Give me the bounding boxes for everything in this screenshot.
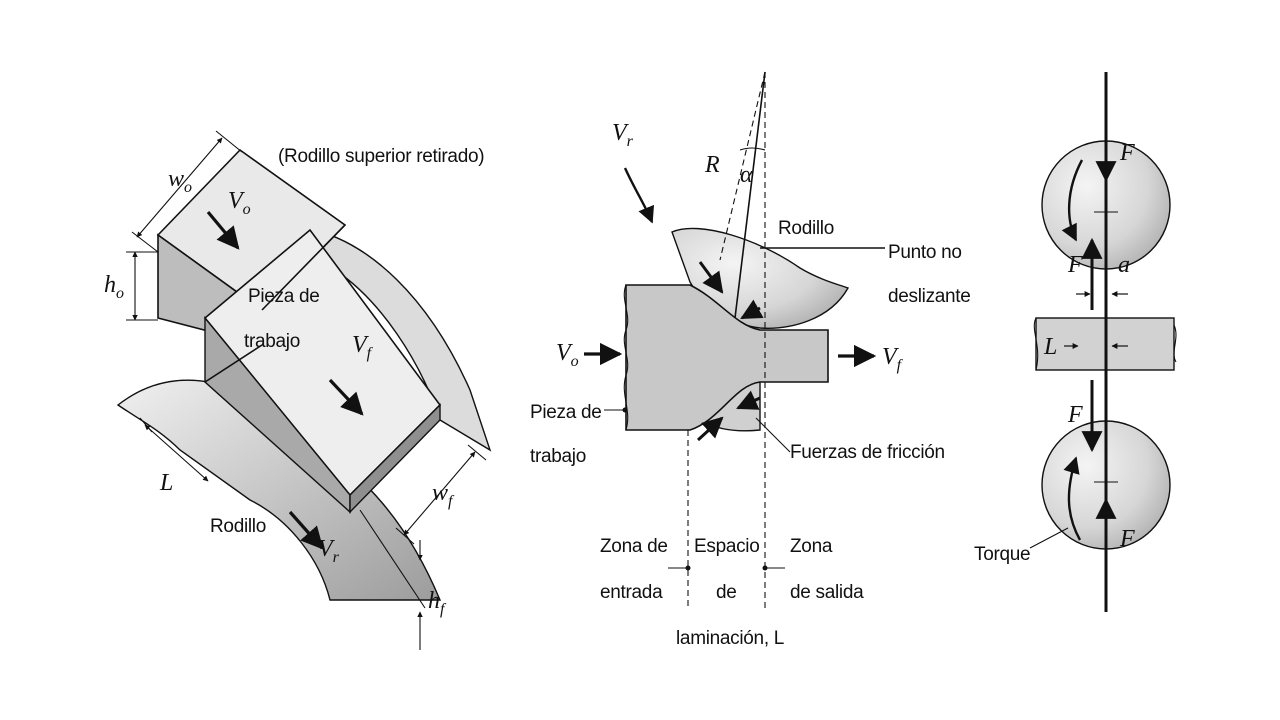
- roll-curve-back: [303, 226, 492, 452]
- a-label: a: [1118, 252, 1130, 278]
- v0-arrow: [206, 210, 240, 250]
- radius-line: [719, 71, 766, 261]
- friction-arrow-bottom-1: [696, 416, 724, 442]
- R-label: R: [704, 152, 720, 178]
- torque-arrow-upper: [1061, 159, 1084, 242]
- friction-arrow-bottom-2: [736, 390, 761, 410]
- middle-panel: R α Vr Rodillo Punto no deslizante Vo Vf…: [530, 71, 971, 649]
- gap-label-1: Espacio: [694, 536, 760, 557]
- no-slip-label-1: Punto no: [888, 242, 962, 263]
- top-roll-removed-note: (Rodillo superior retirado): [278, 146, 484, 167]
- middle-workpiece-label-1: Pieza de: [530, 402, 602, 423]
- right-panel: F F a L F F Torque: [974, 72, 1177, 612]
- no-slip-radius: [734, 71, 766, 319]
- left-panel: wo ho Vo Pieza de trabajo Vf (Rodillo su…: [104, 130, 492, 650]
- exit-zone-label-1: Zona: [790, 536, 833, 557]
- entry-zone-label-1: Zona de: [600, 536, 668, 557]
- left-L-label: L: [159, 470, 173, 496]
- vf-label: Vf: [352, 332, 374, 362]
- vf-arrow: [328, 378, 364, 416]
- w0-label: wo: [168, 166, 192, 196]
- left-workpiece-label-1: Pieza de: [248, 286, 320, 307]
- force-label-lower-reaction: F: [1067, 402, 1083, 428]
- wf-label: wf: [432, 480, 455, 510]
- middle-vr-label: Vr: [612, 120, 634, 150]
- exit-zone-label-2: de salida: [790, 582, 864, 603]
- h0-label: ho: [104, 272, 124, 302]
- torque-label: Torque: [974, 544, 1030, 565]
- force-label-upper-reaction: F: [1067, 252, 1083, 278]
- torque-arrow-lower: [1063, 456, 1082, 541]
- middle-roll-label: Rodillo: [778, 218, 834, 239]
- friction-arrow-top-1: [698, 261, 724, 294]
- hf-label: hf: [428, 588, 447, 618]
- right-L-label: L: [1043, 334, 1057, 360]
- friction-arrow-top-2: [740, 299, 764, 320]
- no-slip-label-2: deslizante: [888, 286, 971, 307]
- gap-label-3: laminación, L: [676, 628, 784, 649]
- force-label-top: F: [1119, 140, 1135, 166]
- left-workpiece-label-2: trabajo: [244, 331, 300, 352]
- entry-zone-label-2: entrada: [600, 582, 663, 603]
- gap-label-2: de: [716, 582, 737, 603]
- alpha-label: α: [740, 162, 753, 188]
- v0-label: Vo: [228, 188, 251, 218]
- middle-workpiece-label-2: trabajo: [530, 446, 586, 467]
- friction-label: Fuerzas de fricción: [790, 442, 945, 463]
- force-label-bottom: F: [1119, 526, 1135, 552]
- middle-v0-label: Vo: [556, 340, 579, 370]
- vr-arrow: [288, 510, 324, 550]
- middle-vf-label: Vf: [882, 344, 904, 374]
- left-vr-label: Vr: [318, 536, 340, 566]
- workpiece-thin-side: [349, 403, 441, 514]
- left-roll-label: Rodillo: [210, 516, 266, 537]
- middle-vr-arrow: [623, 167, 655, 224]
